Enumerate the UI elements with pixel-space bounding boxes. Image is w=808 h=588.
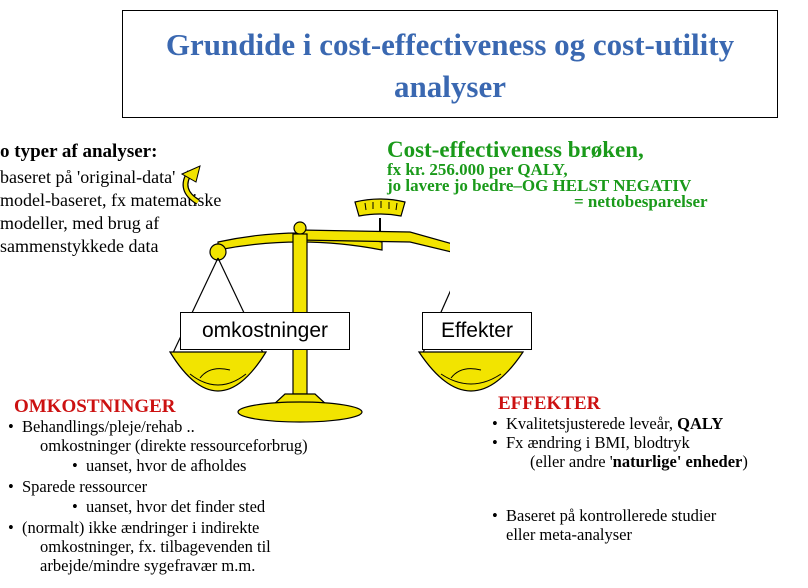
omk-item-1-line-1: Behandlings/pleje/rehab .. — [22, 417, 195, 436]
omk-item-2-text: Sparede ressourcer — [22, 477, 148, 496]
ce-heading: Cost-effectiveness brøken, — [387, 137, 644, 162]
eff-item-3-line-1: Baseret på kontrollerede studier — [506, 506, 717, 525]
omk-item-1-line-2: omkostninger (direkte ressourceforbrug) — [40, 436, 308, 455]
title-box: Grundide i cost-effectiveness og cost-ut… — [122, 10, 778, 118]
eff-item-3: •Baseret på kontrollerede studier — [492, 506, 717, 525]
balance-scale-icon — [168, 165, 450, 423]
omk-item-2-sub-text: uanset, hvor det finder sted — [86, 497, 266, 516]
eff-item-2-line-1: Fx ændring i BMI, blodtryk — [506, 433, 690, 452]
eff-item-2-line-2: (eller andre 'naturlige' enheder) — [530, 452, 748, 471]
omk-item-1: •Behandlings/pleje/rehab .. — [8, 417, 195, 436]
eff-item-3-line-2: eller meta-analyser — [506, 525, 632, 544]
omk-item-3-line-2: omkostninger, fx. tilbagevenden til — [40, 537, 271, 556]
left-pan-label: omkostninger — [180, 312, 350, 350]
eff-item-1-text: Kvalitetsjusterede leveår, — [506, 414, 678, 433]
title-line-1: Grundide i cost-effectiveness og cost-ut… — [165, 27, 735, 62]
ce-line-1: fx kr. 256.000 per QALY, — [387, 160, 568, 179]
eff-item-2-post: ) — [742, 452, 748, 471]
right-pan-icon — [417, 351, 525, 392]
omk-item-1-sub-text: uanset, hvor de afholdes — [86, 456, 247, 475]
title-line-2: analyser — [394, 69, 506, 104]
omk-item-3-line-3: arbejde/mindre sygefravær m.m. — [40, 556, 256, 575]
eff-item-2-pre: (eller andre ' — [530, 452, 613, 471]
ce-line-2: jo lavere jo bedre–OG HELST NEGATIV — [387, 176, 692, 195]
eff-item-1: •Kvalitetsjusterede leveår, QALY — [492, 414, 724, 433]
eff-item-1-bold: QALY — [677, 414, 724, 433]
omk-item-3-line-1: (normalt) ikke ændringer i indirekte — [22, 518, 260, 537]
eff-item-2-bold: naturlige' enheder — [612, 452, 743, 471]
omkostninger-heading: OMKOSTNINGER — [14, 396, 176, 417]
omk-item-2: •Sparede ressourcer — [8, 477, 148, 496]
ce-line-3: = nettobesparelser — [574, 192, 708, 211]
types-line-3: modeller, med brug af — [0, 213, 160, 233]
omk-item-1-sub: •uanset, hvor de afholdes — [72, 456, 247, 475]
curved-arrow-icon — [180, 165, 201, 205]
right-pan-label: Effekter — [422, 312, 532, 350]
types-line-1: baseret på 'original-data' — [0, 167, 176, 187]
types-heading: o typer af analyser: — [0, 141, 158, 162]
types-line-4: sammenstykkede data — [0, 236, 159, 256]
omk-item-2-sub: •uanset, hvor det finder sted — [72, 497, 266, 516]
types-line-2: model-baseret, fx matematiske — [0, 190, 222, 210]
effekter-heading: EFFEKTER — [498, 393, 601, 414]
omk-item-3: •(normalt) ikke ændringer i indirekte — [8, 518, 260, 537]
eff-item-2: •Fx ændring i BMI, blodtryk — [492, 433, 690, 452]
